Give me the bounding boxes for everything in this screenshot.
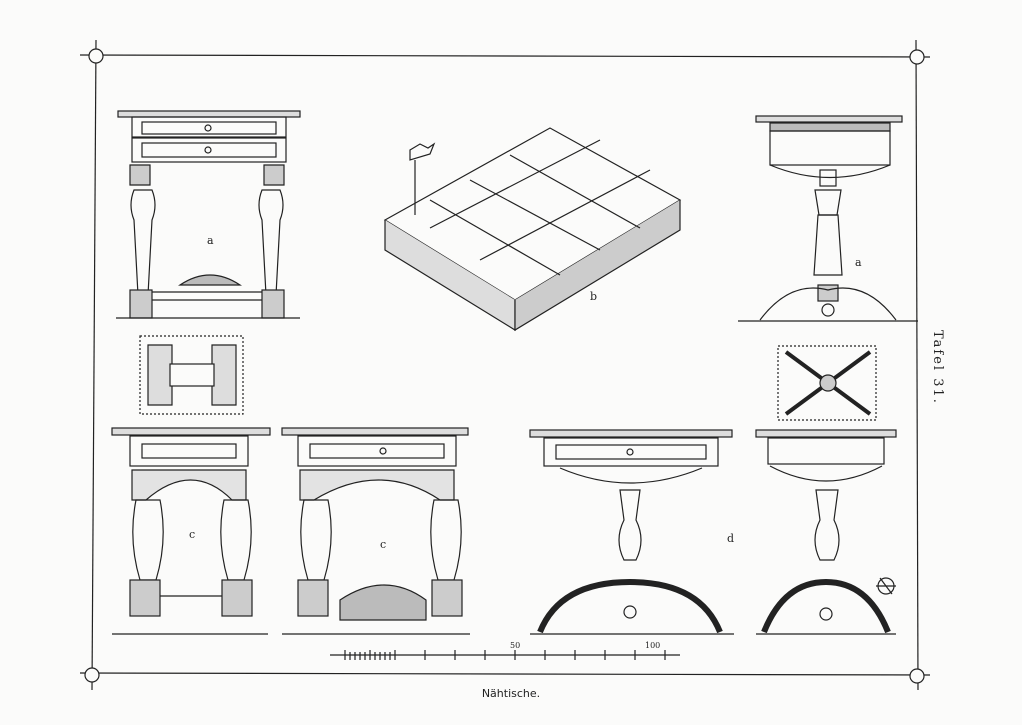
label-b: b <box>590 290 597 303</box>
sewing-table-c-side <box>281 427 470 635</box>
pedestal-table-d <box>529 429 734 635</box>
label-a-right: a <box>855 256 862 269</box>
makers-mark-icon <box>876 577 896 595</box>
drawer-insert-b <box>383 127 682 332</box>
plan-view-x-shape <box>777 345 877 421</box>
scale-tick-100: 100 <box>645 641 660 650</box>
pedestal-table-a-side <box>738 115 918 322</box>
sewing-table-a-front <box>116 110 301 319</box>
plan-view-h-shape <box>139 335 244 415</box>
label-c-left: c <box>189 528 195 541</box>
pedestal-table-side <box>755 429 897 635</box>
label-a-left: a <box>207 234 214 247</box>
plate-frame <box>79 39 931 691</box>
label-d: d <box>727 532 734 545</box>
plate-caption: Nähtische. <box>481 687 541 700</box>
label-c-right: c <box>380 538 386 551</box>
plate-label: Tafel 31. <box>930 330 945 405</box>
scale-bar <box>330 650 680 660</box>
scale-tick-50: 50 <box>510 641 520 650</box>
sewing-table-c-front <box>111 427 271 635</box>
